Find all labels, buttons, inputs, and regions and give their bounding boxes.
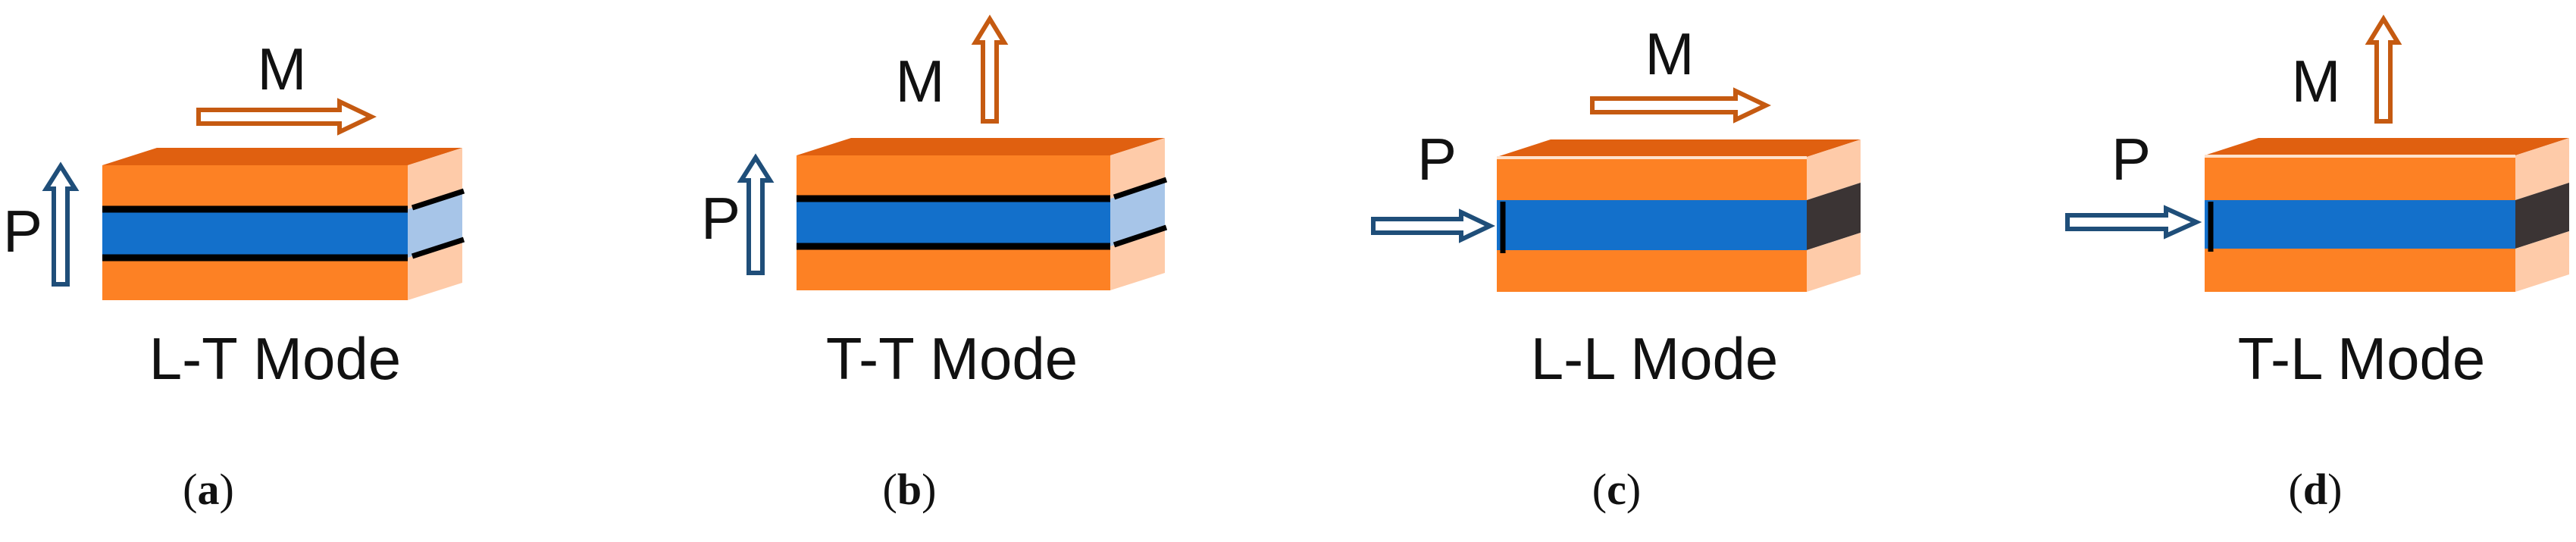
mode-label: L-T Mode	[149, 325, 401, 392]
caption: (d)	[2289, 465, 2343, 514]
electrode-line-top-side	[411, 188, 465, 211]
side-core-layer	[1807, 183, 1861, 250]
side-top-layer	[1807, 139, 1861, 200]
bottom-layer	[1497, 250, 1807, 292]
label-m: M	[896, 48, 945, 114]
block-top-face	[102, 148, 462, 165]
side-core-layer	[408, 192, 462, 258]
arrow-m-icon	[971, 14, 1009, 124]
arrow-p-icon	[2065, 205, 2202, 240]
panel-d: M P T-L Mode (d)	[2065, 14, 2569, 514]
side-core-layer	[2515, 183, 2569, 249]
top-layer	[1497, 157, 1807, 200]
arrow-m-icon	[196, 98, 377, 136]
label-p: P	[701, 185, 740, 252]
side-bottom-layer	[1807, 233, 1861, 292]
core-layer	[1497, 200, 1807, 250]
panel-c: M P L-L Mode (c)	[1371, 20, 1861, 514]
core-layer	[797, 199, 1110, 246]
mode-label: L-L Mode	[1531, 325, 1779, 392]
electrode-line-bottom-side	[411, 237, 465, 259]
electrode-line-top-side	[1113, 177, 1168, 200]
laminate-block	[2205, 138, 2569, 292]
side-top-layer	[2515, 138, 2569, 200]
bottom-layer	[102, 258, 408, 300]
label-m: M	[1645, 20, 1695, 87]
label-m: M	[2292, 48, 2341, 114]
side-bottom-layer	[2515, 231, 2569, 292]
laminate-block	[797, 138, 1168, 290]
mode-label: T-L Mode	[2238, 325, 2486, 392]
label-m: M	[258, 36, 307, 102]
caption: (c)	[1592, 465, 1641, 514]
label-p: P	[3, 198, 42, 265]
caption: (a)	[183, 465, 234, 514]
arrow-p-icon	[737, 153, 775, 275]
arrow-p-icon	[42, 161, 80, 287]
arrow-m-icon	[2365, 14, 2402, 124]
bottom-layer	[797, 246, 1110, 290]
block-top-face	[797, 138, 1165, 155]
arrow-p-icon	[1371, 208, 1496, 243]
block-top-face	[1497, 139, 1861, 157]
electrode-line-bottom-side	[1113, 224, 1168, 248]
label-p: P	[1417, 126, 1457, 193]
core-layer	[102, 209, 408, 258]
arrow-m-icon	[1590, 87, 1771, 124]
top-layer	[797, 155, 1110, 199]
laminate-block	[102, 148, 465, 300]
bottom-layer	[2205, 249, 2515, 292]
caption: (b)	[883, 465, 937, 514]
panel-a: M P L-T Mode (a)	[3, 36, 465, 514]
top-layer	[2205, 155, 2515, 200]
label-p: P	[2111, 126, 2151, 193]
mode-label: T-T Mode	[826, 325, 1078, 392]
top-layer	[102, 165, 408, 209]
laminate-block	[1497, 139, 1861, 292]
core-layer	[2205, 200, 2515, 249]
panel-b: M P T-T Mode (b)	[701, 14, 1168, 514]
block-top-face	[2205, 138, 2569, 155]
